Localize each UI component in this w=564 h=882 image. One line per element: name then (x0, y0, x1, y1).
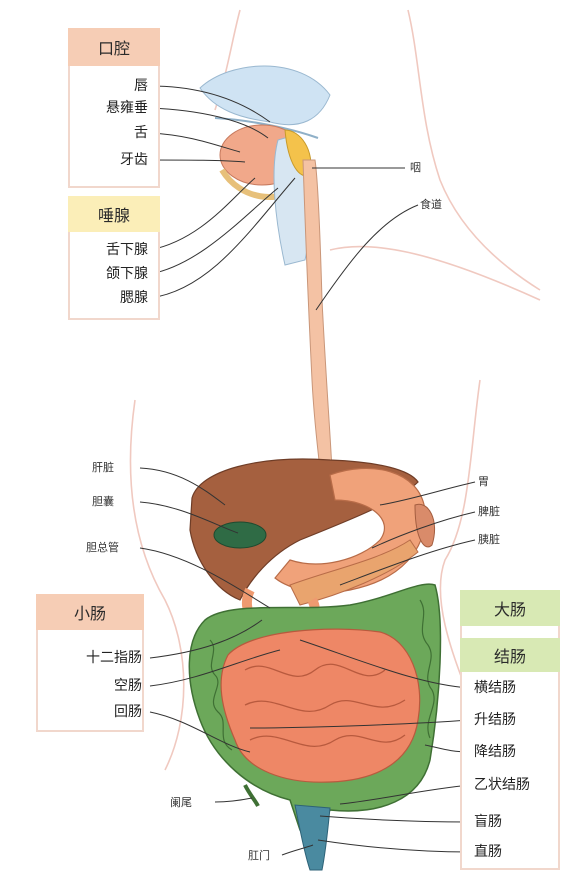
parotid-gland-label: 腮腺 (70, 290, 148, 306)
mouth-header: 口腔 (68, 28, 160, 66)
sublingual-gland-label: 舌下腺 (70, 242, 148, 258)
appendix (245, 785, 258, 806)
rectum-label: 直肠 (474, 844, 502, 860)
teeth-label: 牙齿 (70, 152, 148, 168)
ileum-label: 回肠 (38, 704, 142, 720)
jejunum-label: 空肠 (38, 678, 142, 694)
ascending-colon-label: 升结肠 (474, 712, 516, 728)
cecum-label: 盲肠 (474, 814, 502, 830)
esophagus-label: 食道 (420, 197, 442, 213)
duodenum-label: 十二指肠 (38, 650, 142, 666)
salivary-header: 唾腺 (68, 196, 160, 232)
rectum (295, 805, 330, 870)
sigmoid-colon-label: 乙状结肠 (474, 777, 530, 793)
common-bile-duct-label: 胆总管 (86, 540, 119, 556)
esophagus (303, 160, 332, 470)
colon-header: 结肠 (460, 638, 560, 672)
transverse-colon-label: 横结肠 (474, 680, 516, 696)
uvula-label: 悬雍垂 (70, 100, 148, 116)
appendix-label: 阑尾 (170, 795, 192, 811)
spleen-label: 脾脏 (478, 504, 500, 520)
submandibular-gland-label: 颌下腺 (70, 266, 148, 282)
large-intestine-header: 大肠 (460, 590, 560, 626)
nasal-cavity (200, 66, 330, 125)
descending-colon-label: 降结肠 (474, 744, 516, 760)
gallbladder-label: 胆囊 (92, 494, 114, 510)
pharynx-label: 咽 (410, 160, 421, 176)
small-intestine-header: 小肠 (36, 594, 144, 630)
anus-label: 肛门 (248, 848, 270, 864)
gallbladder (214, 522, 266, 548)
liver-label: 肝脏 (92, 460, 114, 476)
pancreas-label: 胰脏 (478, 532, 500, 548)
small-intestine (221, 629, 420, 782)
lips-label: 唇 (70, 78, 148, 94)
tongue-label: 舌 (70, 125, 148, 141)
stomach-label: 胃 (478, 474, 489, 490)
